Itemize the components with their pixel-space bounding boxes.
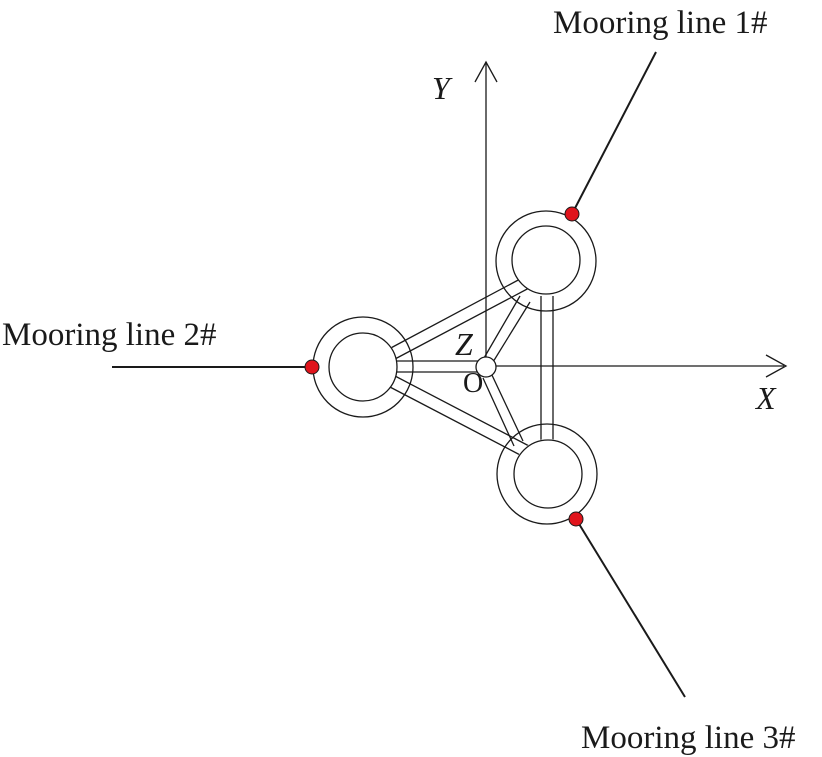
brace-1-2-lower [394, 286, 532, 360]
mooring-line-3 [575, 518, 686, 698]
mooring-line-3-label: Mooring line 3# [581, 720, 795, 756]
spoke-3-center-a [490, 372, 524, 442]
fairlead-3 [568, 511, 584, 527]
coordinate-axes [474, 60, 788, 378]
spoke-3-center-b [482, 377, 515, 447]
brace-2-3-upper [394, 375, 532, 448]
origin-label: O [463, 368, 483, 399]
y-axis-arrowhead [474, 60, 498, 83]
pontoon-braces [386, 277, 554, 458]
mooring-line-2-label: Mooring line 2# [2, 317, 216, 353]
fairlead-points [304, 206, 584, 527]
spoke-1-center-b [492, 301, 531, 363]
column-inner-circles [328, 225, 583, 509]
mooring-line-1 [571, 51, 657, 215]
fairlead-2 [304, 359, 320, 375]
x-axis-label: X [754, 380, 777, 416]
x-axis-arrowhead [765, 354, 788, 378]
fairlead-1 [564, 206, 580, 222]
center-column [475, 356, 497, 378]
y-axis-label: Y [432, 70, 453, 106]
column-2-inner [328, 332, 398, 402]
brace-1-2-upper [386, 277, 523, 351]
brace-2-3-lower [387, 385, 525, 458]
column-3-inner [513, 439, 583, 509]
mooring-line-1-label: Mooring line 1# [553, 5, 767, 41]
mooring-lines [112, 51, 686, 698]
z-axis-label: Z [455, 326, 474, 362]
column-1-inner [511, 225, 581, 295]
spoke-1-center-a [483, 295, 521, 359]
